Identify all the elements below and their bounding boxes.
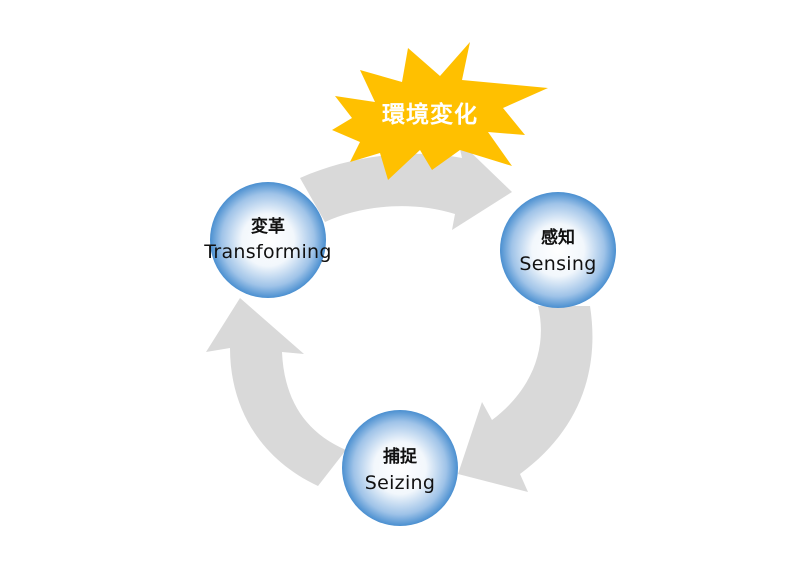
node-transforming-label-jp: 変革 <box>251 216 285 237</box>
node-sensing-label-jp: 感知 <box>541 227 575 248</box>
starburst-shape <box>332 42 548 180</box>
arrow-sensing-to-seizing <box>458 306 593 492</box>
node-transforming-circle <box>210 182 326 298</box>
arrow-transforming-to-sensing <box>300 140 512 230</box>
node-seizing-label-en: Seizing <box>365 472 435 494</box>
node-sensing: 感知 Sensing <box>500 192 616 308</box>
node-sensing-circle <box>500 192 616 308</box>
environment-change-burst: 環境変化 <box>332 42 548 180</box>
cycle-arrows <box>206 140 593 492</box>
arrow-seizing-to-transforming <box>206 298 346 486</box>
node-seizing: 捕捉 Seizing <box>342 410 458 526</box>
environment-change-label: 環境変化 <box>382 101 478 128</box>
node-seizing-circle <box>342 410 458 526</box>
node-seizing-label-jp: 捕捉 <box>383 446 418 467</box>
node-transforming-label-en: Transforming <box>203 241 332 263</box>
node-sensing-label-en: Sensing <box>519 253 596 275</box>
node-transforming: 変革 Transforming <box>203 182 332 298</box>
